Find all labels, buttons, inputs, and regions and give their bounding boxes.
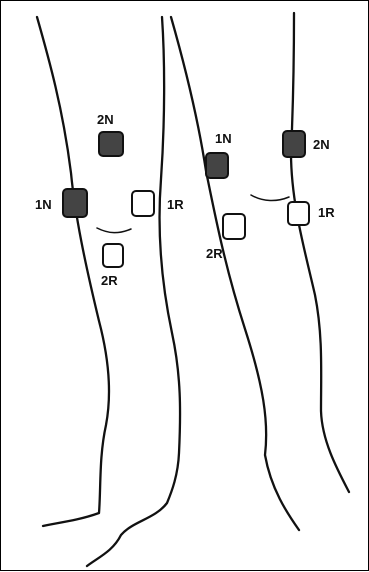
electrode-2n-right xyxy=(282,130,306,158)
label-1n-right: 1N xyxy=(215,131,232,146)
label-2n-right: 2N xyxy=(313,137,330,152)
left-leg xyxy=(35,15,182,568)
label-1r-left: 1R xyxy=(167,197,184,212)
label-2r-right: 2R xyxy=(206,246,223,261)
label-2n-left: 2N xyxy=(97,112,114,127)
left-leg-electrodes: 2N 1N 1R 2R xyxy=(35,112,184,288)
right-knee-crease xyxy=(250,194,290,202)
electrode-2r-left xyxy=(102,243,124,268)
left-leg-inner-contour xyxy=(85,15,182,568)
electrode-1r-right xyxy=(287,201,310,226)
right-leg-electrodes: 1N 2N 2R 1R xyxy=(205,130,335,261)
label-1r-right: 1R xyxy=(318,205,335,220)
left-leg-outer-contour xyxy=(35,15,111,528)
electrode-2r-right xyxy=(222,213,246,240)
label-1n-left: 1N xyxy=(35,197,52,212)
electrode-2n-left xyxy=(98,131,124,157)
right-leg-outer-contour xyxy=(169,15,301,532)
right-leg xyxy=(169,11,351,532)
electrode-1n-left xyxy=(62,188,88,218)
electrode-1r-left xyxy=(131,190,155,217)
electrode-1n-right xyxy=(205,152,229,179)
left-knee-crease xyxy=(96,227,132,234)
right-leg-inner-contour xyxy=(289,11,351,494)
label-2r-left: 2R xyxy=(101,273,118,288)
